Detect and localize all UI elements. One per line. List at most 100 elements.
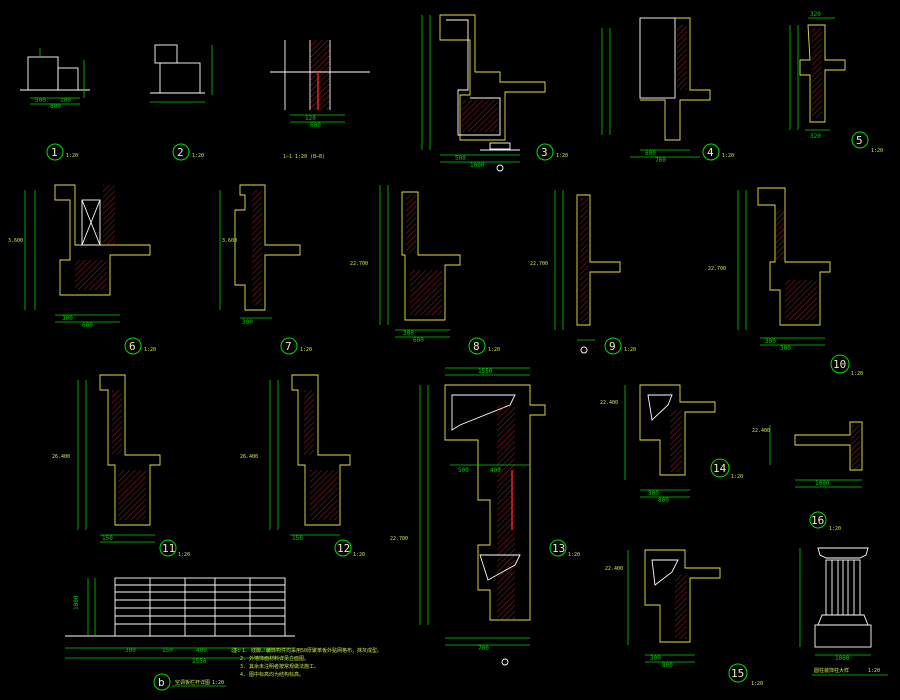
svg-text:500: 500 <box>458 467 469 474</box>
detail-marker-11 <box>159 539 177 557</box>
svg-text:22.700: 22.700 <box>390 536 408 542</box>
detail-marker-5 <box>851 131 869 149</box>
detail-marker-14 <box>710 458 730 478</box>
svg-text:400: 400 <box>490 467 501 474</box>
svg-text:1:20: 1:20 <box>871 148 883 154</box>
svg-text:1:20: 1:20 <box>868 668 880 674</box>
svg-text:22.700: 22.700 <box>708 266 726 272</box>
svg-text:10: 10 <box>833 358 846 371</box>
svg-text:22.400: 22.400 <box>752 428 770 434</box>
svg-text:2. 外墙饰面材料详见立面图。: 2. 外墙饰面材料详见立面图。 <box>240 655 309 662</box>
svg-text:150: 150 <box>162 647 173 654</box>
detail-marker-3 <box>536 143 554 161</box>
svg-text:注：1. 线脚、装饰构件均采用50厚聚苯板外贴网格布，抹灰成: 注：1. 线脚、装饰构件均采用50厚聚苯板外贴网格布，抹灰成型。 <box>232 647 382 654</box>
svg-text:3.600: 3.600 <box>222 238 237 244</box>
svg-text:4: 4 <box>707 146 714 159</box>
svg-text:800: 800 <box>658 497 669 504</box>
svg-text:2: 2 <box>177 146 184 159</box>
svg-text:12: 12 <box>337 542 350 555</box>
svg-text:1:20: 1:20 <box>66 153 78 159</box>
svg-text:3: 3 <box>541 146 548 159</box>
svg-text:1:20: 1:20 <box>178 552 190 558</box>
svg-text:5: 5 <box>856 134 863 147</box>
svg-text:300: 300 <box>125 647 136 654</box>
svg-text:6: 6 <box>129 340 136 353</box>
svg-text:22.700: 22.700 <box>530 261 548 267</box>
svg-text:150: 150 <box>102 535 113 542</box>
section-1-1: 120 600 1—1 1:20 (B—B) <box>270 40 370 160</box>
svg-text:300: 300 <box>62 315 73 322</box>
svg-text:1000: 1000 <box>470 162 485 169</box>
svg-text:1:20: 1:20 <box>192 153 204 159</box>
detail-marker-10 <box>830 354 850 374</box>
svg-text:1:20: 1:20 <box>144 347 156 353</box>
detail-marker-1 <box>46 143 64 161</box>
detail-marker-15 <box>728 663 748 683</box>
svg-text:600: 600 <box>645 150 656 157</box>
svg-text:1:20: 1:20 <box>488 347 500 353</box>
svg-text:1—1 1:20 (B—B): 1—1 1:20 (B—B) <box>283 154 325 160</box>
svg-text:700: 700 <box>655 157 666 164</box>
svg-text:1:20: 1:20 <box>731 474 743 480</box>
svg-text:120: 120 <box>305 115 316 122</box>
svg-text:150: 150 <box>230 647 241 654</box>
svg-text:16: 16 <box>811 514 824 527</box>
detail-1: 500 100 800 1 1:20 <box>20 48 90 161</box>
detail-marker-9 <box>604 337 622 355</box>
detail-2: 2 1:20 <box>150 44 213 161</box>
svg-text:15: 15 <box>731 667 744 680</box>
svg-text:1: 1 <box>51 146 58 159</box>
detail-marker-b <box>153 673 171 691</box>
svg-text:26.400: 26.400 <box>52 454 70 460</box>
svg-text:4. 图中标高均为结构标高。: 4. 图中标高均为结构标高。 <box>240 671 304 678</box>
general-notes: 注：1. 线脚、装饰构件均采用50厚聚苯板外贴网格布，抹灰成型。 2. 外墙饰面… <box>232 647 382 678</box>
svg-text:300: 300 <box>648 490 659 497</box>
svg-text:1550: 1550 <box>478 368 493 375</box>
svg-text:400: 400 <box>196 647 207 654</box>
detail-10: 300 300 22.700 10 1:20 <box>708 187 863 377</box>
svg-text:1:20: 1:20 <box>556 153 568 159</box>
detail-16: 1000 22.400 16 1:20 <box>752 421 863 532</box>
svg-text:300: 300 <box>650 655 661 662</box>
detail-marker-8 <box>468 337 486 355</box>
svg-text:1:20: 1:20 <box>722 153 734 159</box>
detail-7: 300 3.600 7 1:20 <box>219 184 312 355</box>
detail-marker-16 <box>809 511 827 529</box>
svg-text:11: 11 <box>162 542 175 555</box>
detail-13: 1550 500 400 700 22.700 13 1:20 <box>390 367 580 666</box>
svg-text:9: 9 <box>609 340 616 353</box>
svg-text:b: b <box>158 676 165 689</box>
svg-text:100: 100 <box>60 97 71 104</box>
svg-text:1000: 1000 <box>73 595 80 610</box>
detail-15: 300 800 22.400 15 1:20 <box>605 549 763 687</box>
svg-text:300: 300 <box>242 319 253 326</box>
detail-12: 150 26.400 12 1:20 <box>240 374 365 558</box>
svg-text:320: 320 <box>810 133 821 140</box>
svg-text:8: 8 <box>473 340 480 353</box>
detail-6: 300 600 3.600 6 1:20 <box>8 184 156 355</box>
svg-text:300: 300 <box>403 330 414 337</box>
svg-text:1:20: 1:20 <box>851 371 863 377</box>
svg-text:3.600: 3.600 <box>8 238 23 244</box>
svg-text:800: 800 <box>662 662 673 669</box>
svg-text:3. 其余未注明者按常规做法施工。: 3. 其余未注明者按常规做法施工。 <box>240 663 319 670</box>
svg-text:13: 13 <box>552 542 565 555</box>
detail-marker-13 <box>549 539 567 557</box>
svg-text:1000: 1000 <box>815 480 830 487</box>
svg-text:600: 600 <box>82 322 93 329</box>
svg-text:1550: 1550 <box>192 658 207 665</box>
svg-text:300: 300 <box>262 647 273 654</box>
svg-text:空调板栏杆详图: 空调板栏杆详图 <box>175 679 210 686</box>
detail-9: 22.700 9 1:20 <box>530 190 636 355</box>
svg-text:600: 600 <box>310 122 321 129</box>
detail-marker-4 <box>702 143 720 161</box>
detail-marker-2 <box>172 143 190 161</box>
svg-text:1:20: 1:20 <box>568 552 580 558</box>
detail-4: 600 700 4 1:20 <box>601 17 734 164</box>
svg-text:320: 320 <box>810 11 821 18</box>
column-detail: 1000 圆柱装饰柱大样 1:20 <box>799 547 888 676</box>
svg-text:22.700: 22.700 <box>350 261 368 267</box>
detail-11: 150 26.400 11 1:20 <box>52 374 190 558</box>
svg-text:1000: 1000 <box>835 655 850 662</box>
svg-text:圆柱装饰柱大样: 圆柱装饰柱大样 <box>814 667 849 674</box>
